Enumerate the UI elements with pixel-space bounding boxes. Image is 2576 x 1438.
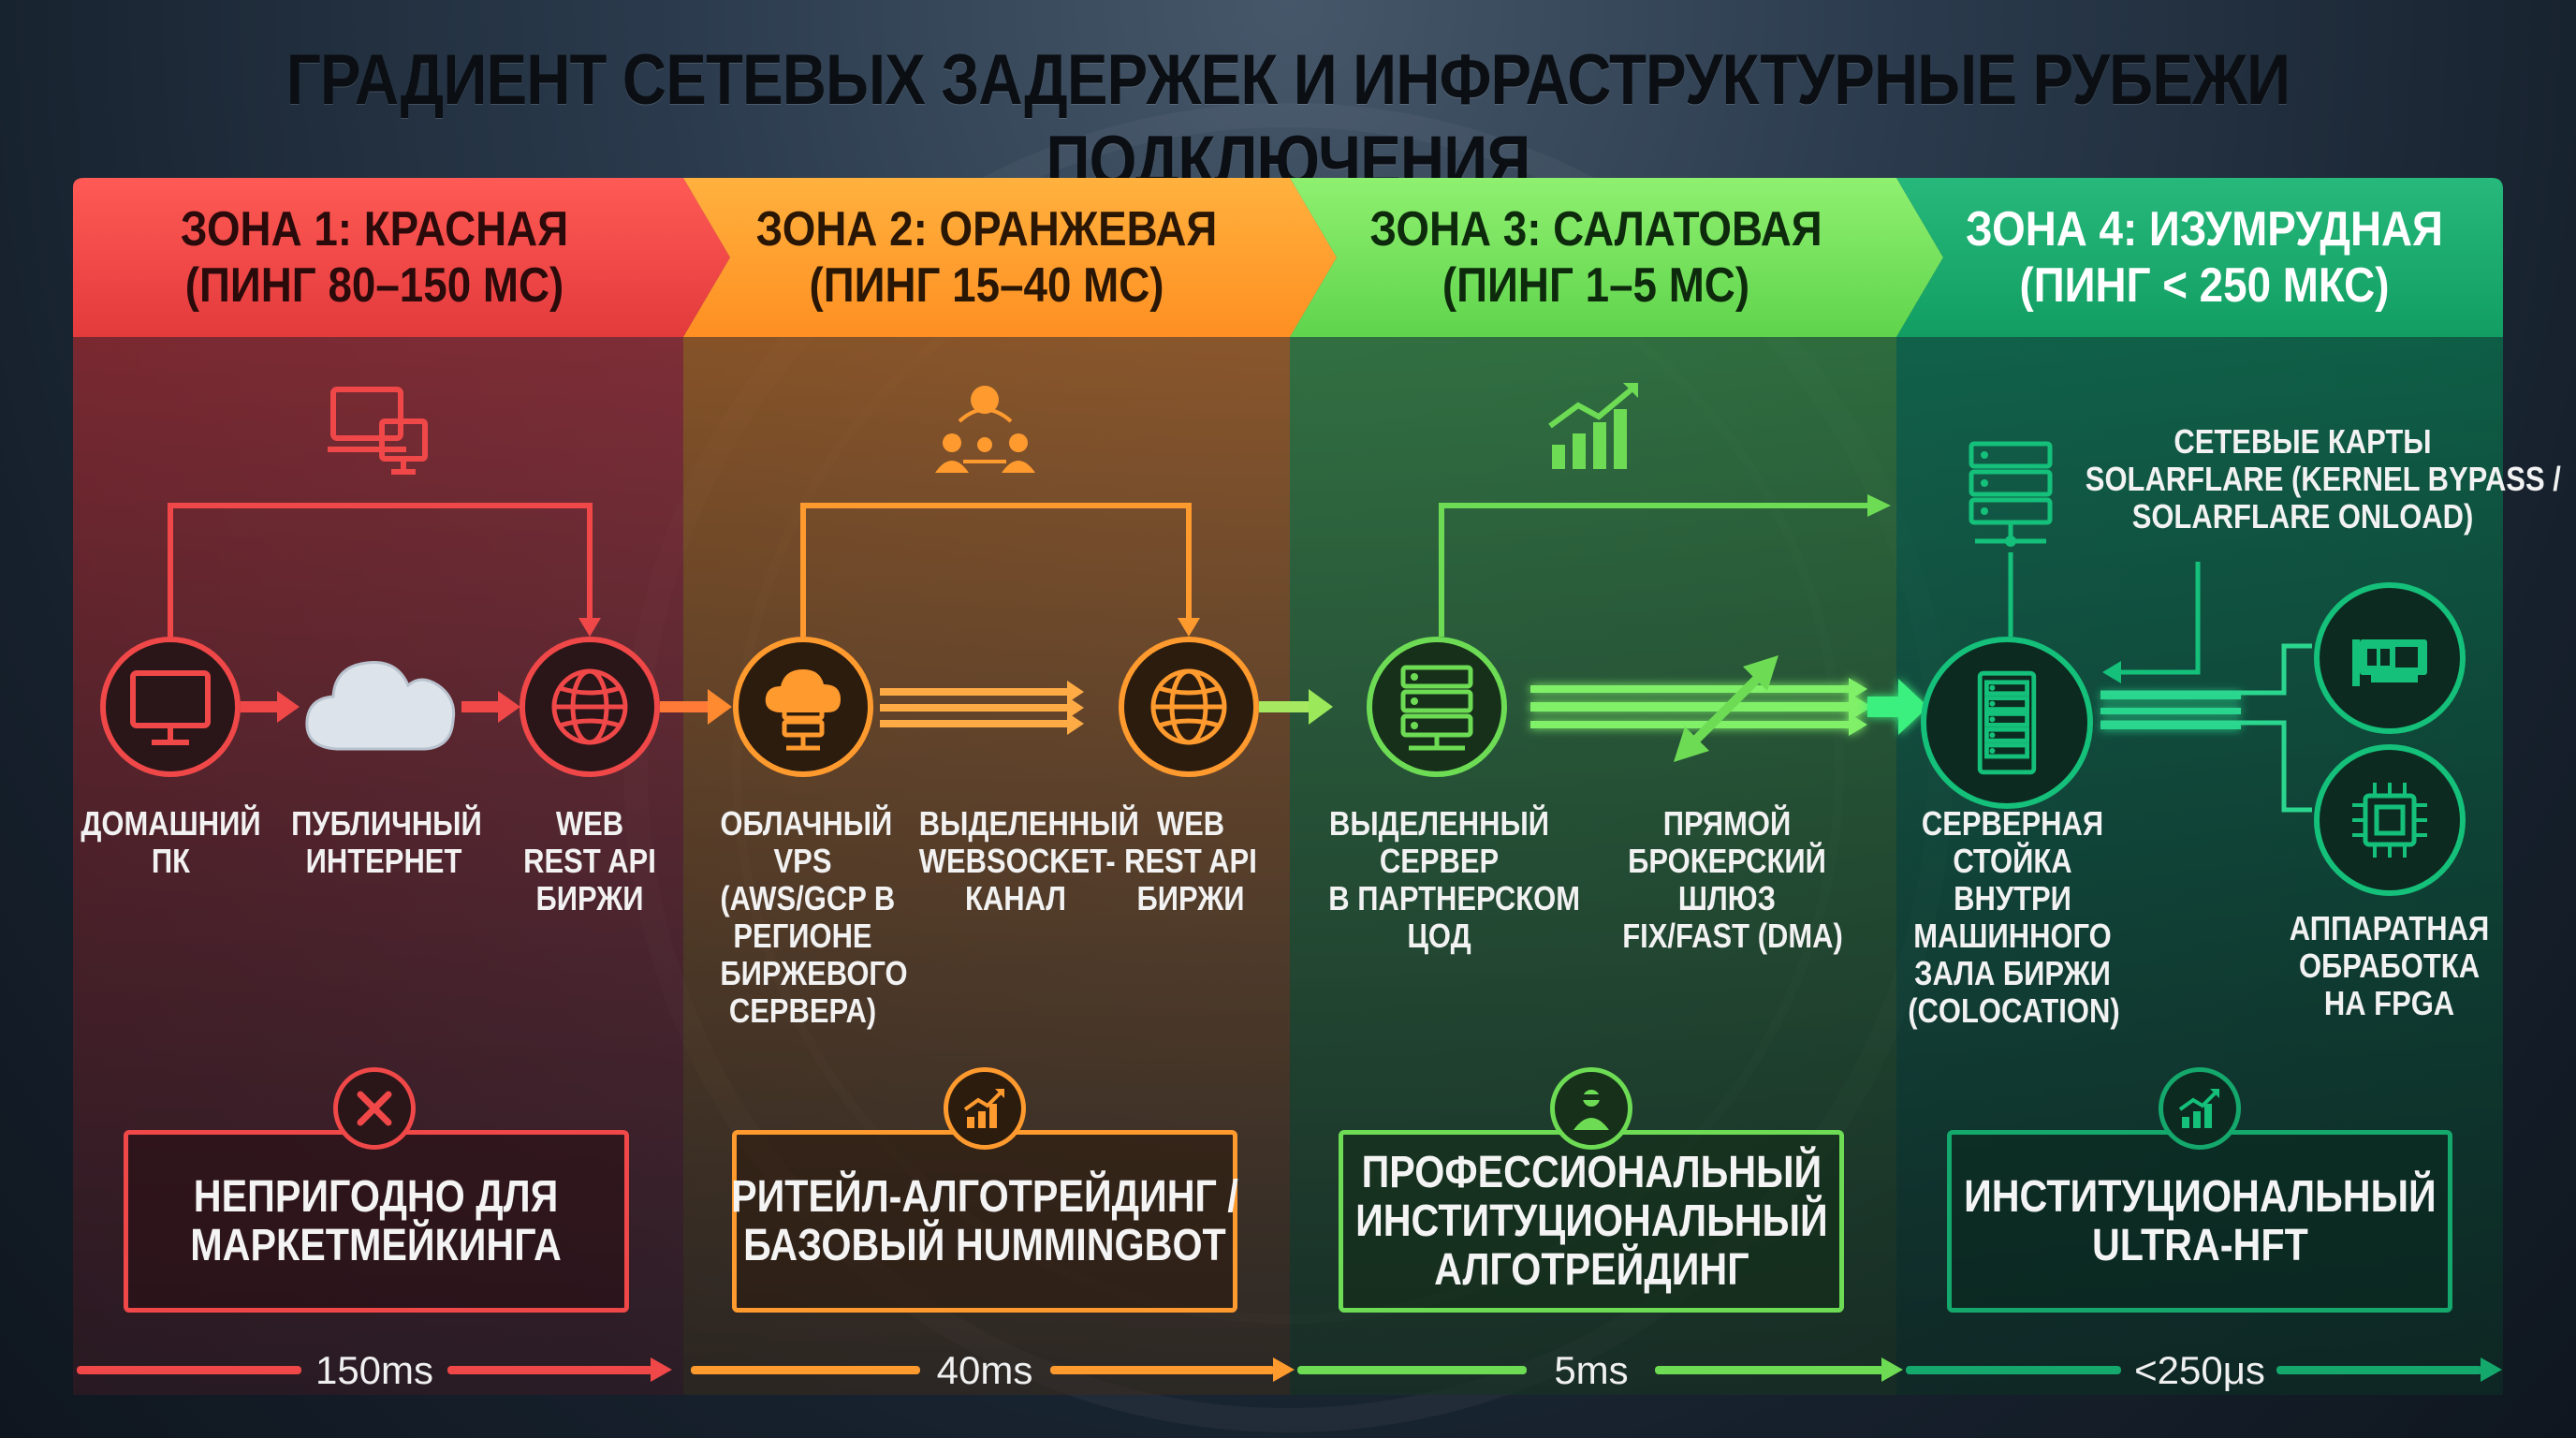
zone-1-header <box>73 178 730 337</box>
colocation-rack-label: СЕРВЕРНАЯ СТОЙКА ВНУТРИ МАШИННОГО ЗАЛА Б… <box>1908 804 2120 1030</box>
growth-chart-badge-icon <box>944 1067 1026 1150</box>
monitor-devices-icon <box>328 384 431 477</box>
zone-3-title: ЗОНА 3: САЛАТОВАЯ (ПИНГ 1–5 МС) <box>1369 202 1822 313</box>
cloud-vps-label: ОБЛАЧНЫЙ VPS (AWS/GCP В РЕГИОНЕ БИРЖЕВОГ… <box>720 804 908 1030</box>
globe-icon <box>551 668 628 745</box>
growth-chart-icon <box>1544 379 1638 473</box>
zone-2-verdict: РИТЕЙЛ-АЛГОТРЕЙДИНГ /БАЗОВЫЙ HUMMINGBOT <box>731 1130 1238 1313</box>
double-arrow-icon <box>1674 655 1778 762</box>
network-card-node <box>2314 582 2466 734</box>
fpga-node <box>2314 744 2466 896</box>
cloud-server-icon <box>765 669 841 751</box>
desktop-monitor-icon <box>130 670 211 745</box>
latency-scale <box>77 1357 2502 1382</box>
x-mark-icon <box>333 1067 416 1150</box>
zone-3-header <box>1290 178 1943 337</box>
server-rack-icon <box>1400 665 1473 751</box>
zone-2-header <box>683 178 1337 337</box>
zone-4-title: ЗОНА 4: ИЗУМРУДНАЯ (ПИНГ < 250 МКС) <box>1966 202 2443 313</box>
exchange-web-api-label-1: WEB REST API БИРЖИ <box>523 804 656 917</box>
globe-icon <box>1150 668 1227 745</box>
colocation-rack-node <box>1921 637 2093 809</box>
scale-label-250us: <250μs <box>2134 1348 2265 1392</box>
zone-1-title: ЗОНА 1: КРАСНАЯ (ПИНГ 80–150 МС) <box>180 202 569 313</box>
dedicated-server-label: ВЫДЕЛЕННЫЙ СЕРВЕР В ПАРТНЕРСКОМ ЦОД <box>1328 804 1580 955</box>
scale-label-150ms: 150ms <box>315 1348 434 1392</box>
websocket-channel-label: ВЫДЕЛЕННЫЙ WEBSOCKET- КАНАЛ <box>918 804 1139 917</box>
public-internet-label: ПУБЛИЧНЫЙ ИНТЕРНЕТ <box>291 804 482 880</box>
dma-gateway-label: ПРЯМОЙ БРОКЕРСКИЙ ШЛЮЗ FIX/FAST (DMA) <box>1622 804 1843 955</box>
page-title: ГРАДИЕНТ СЕТЕВЫХ ЗАДЕРЖЕК И ИНФРАСТРУКТУ… <box>285 40 2291 201</box>
zone-2-title: ЗОНА 2: ОРАНЖЕВАЯ (ПИНГ 15–40 МС) <box>755 202 1218 313</box>
network-card-icon <box>2352 639 2427 686</box>
home-pc-node <box>100 637 241 777</box>
team-network-icon <box>931 379 1039 473</box>
scale-label-5ms: 5ms <box>1554 1348 1629 1392</box>
growth-chart-badge-icon-2 <box>2159 1067 2241 1150</box>
fpga-label: АППАРАТНАЯ ОБРАБОТКА НА FPGA <box>2289 909 2490 1022</box>
server-network-icon <box>1964 440 2057 548</box>
solarflare-note: СЕТЕВЫЕ КАРТЫ SOLARFLARE (KERNEL BYPASS … <box>2085 422 2561 536</box>
cloud-vps-node <box>733 637 873 777</box>
scale-label-40ms: 40ms <box>936 1348 1033 1392</box>
exchange-web-api-node-2 <box>1119 637 1259 777</box>
cloud-icon <box>300 646 463 758</box>
exchange-web-api-label-2: WEB REST API БИРЖИ <box>1124 804 1257 917</box>
dedicated-server-node <box>1367 637 1507 777</box>
home-pc-label: ДОМАШНИЙ ПК <box>80 804 261 880</box>
zone-4-header <box>1896 178 2503 337</box>
trader-icon <box>1550 1067 1632 1150</box>
fpga-chip-icon <box>2352 783 2427 858</box>
colocation-rack-icon <box>1977 670 2037 775</box>
exchange-web-api-node-1 <box>520 637 660 777</box>
